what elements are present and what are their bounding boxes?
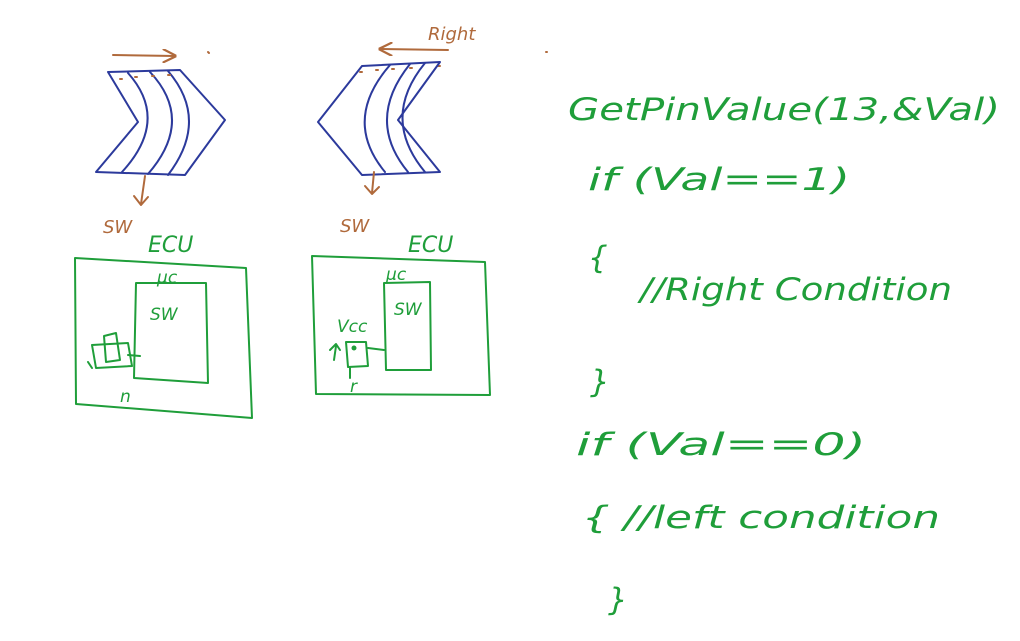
right-ecu-box xyxy=(311,255,491,396)
left-chevron-icon xyxy=(95,69,226,176)
code-line-4: //Right Condition xyxy=(636,272,952,308)
left-switch-label: SW xyxy=(103,217,133,238)
left-drawing: SW ECU μc SW n xyxy=(74,51,253,419)
code-line-7: { //left condition xyxy=(582,500,940,536)
right-chevron-icon xyxy=(317,61,441,176)
right-drawing: Right SW ECU μc SW Vcc r xyxy=(311,24,548,397)
code-line-8: } xyxy=(608,582,628,618)
right-direction-arrow xyxy=(380,49,449,50)
left-mcu-label: μc xyxy=(156,268,178,288)
right-arrow-label: Right xyxy=(428,24,476,45)
code-line-2: if (Val==1) xyxy=(588,162,850,198)
left-bottom-mark: n xyxy=(120,387,131,407)
left-arrow-tick xyxy=(207,51,210,54)
right-ecu-label: ECU xyxy=(408,233,453,258)
right-switch-arrow xyxy=(364,171,380,195)
right-bottom-mark: r xyxy=(350,377,358,397)
right-vcc-label: Vcc xyxy=(337,317,368,337)
code-block: GetPinValue(13,&Val) if (Val==1) { //Rig… xyxy=(568,92,1000,618)
right-inner-sw-label: SW xyxy=(394,300,423,320)
left-switch-circuit-icon xyxy=(87,332,141,369)
left-direction-arrow xyxy=(112,55,175,56)
right-switch-label: SW xyxy=(340,216,370,237)
left-ecu-label: ECU xyxy=(148,233,193,258)
left-mcu-box xyxy=(133,282,209,384)
code-line-1: GetPinValue(13,&Val) xyxy=(568,92,1000,128)
left-inner-sw-label: SW xyxy=(150,305,179,325)
code-line-5: } xyxy=(590,364,610,400)
right-mcu-box xyxy=(383,281,432,371)
left-switch-arrow xyxy=(133,175,149,206)
code-line-3: { xyxy=(588,240,608,276)
right-switch-circuit-icon xyxy=(329,341,385,379)
right-mcu-label: μc xyxy=(385,265,407,285)
code-line-6: if (Val==0) xyxy=(576,427,866,463)
left-ecu-box xyxy=(74,257,253,419)
right-arrow-tick xyxy=(437,51,548,67)
